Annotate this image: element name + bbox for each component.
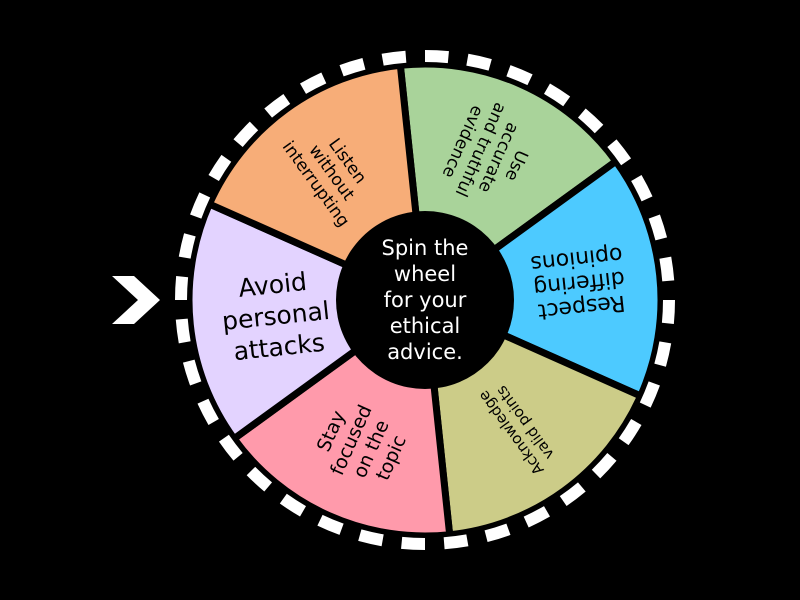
wheel-rim-dashes (175, 50, 675, 550)
wheel-segment-label: Stayfocusedon thetopic (306, 393, 416, 497)
wheel-segment[interactable] (418, 156, 665, 401)
wheel-segment[interactable] (185, 199, 432, 444)
wheel-segment-label: Respectdifferingopinions (529, 241, 629, 324)
wheel-hub[interactable] (336, 211, 514, 389)
chevron-right-icon (112, 276, 160, 324)
